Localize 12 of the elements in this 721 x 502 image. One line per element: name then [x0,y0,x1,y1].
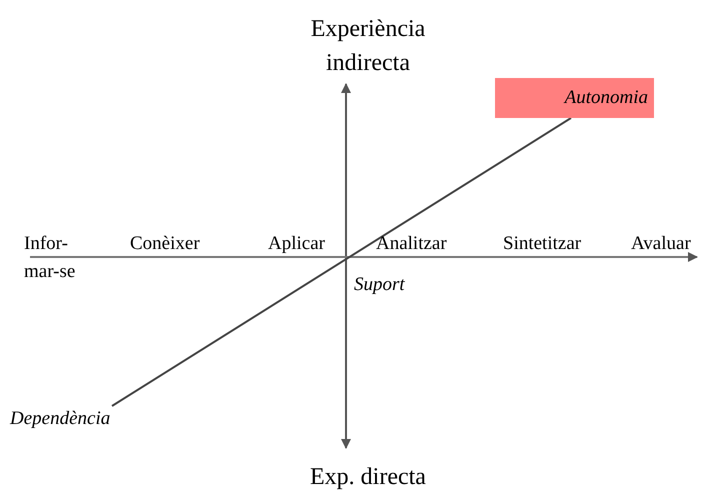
category-label: Aplicar [268,232,325,256]
category-label: Infor- mar-se [24,232,76,284]
axis-end-label: Dependència [10,406,154,432]
diagonal-line [111,117,572,407]
axis-title: Exp. directa [309,463,427,492]
category-label: Sintetitzar [503,232,582,256]
axis-label: Suport [354,273,405,297]
category-label: Avaluar [631,232,691,256]
category-label: Analitzar [376,232,447,256]
category-label: Conèixer [130,232,200,256]
axis-title: Experiència indirecta [310,15,426,78]
label-box: Autonomia [495,78,654,118]
